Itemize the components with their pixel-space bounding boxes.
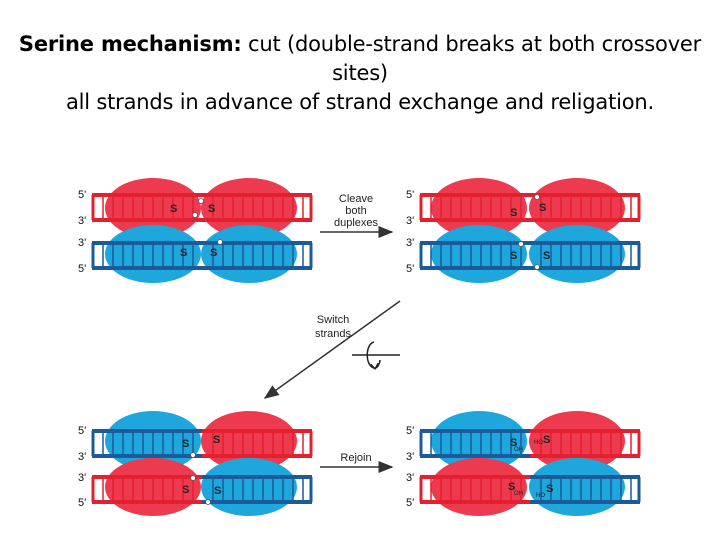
- serine-label: S: [510, 250, 517, 262]
- rejoin-step: Rejoin: [320, 452, 394, 473]
- mixed-duplex-bottom: [91, 475, 313, 504]
- blue-duplex: [419, 241, 641, 270]
- three-prime-label: 3': [406, 472, 414, 484]
- switch-label-1: Switch: [317, 314, 349, 326]
- three-prime-label: 3': [406, 237, 414, 249]
- serine-label: S: [510, 437, 517, 449]
- five-prime-label: 5': [78, 497, 86, 509]
- cleave-step: Cleave both duplexes: [320, 193, 394, 238]
- three-prime-label: 3': [78, 472, 86, 484]
- red-duplex: [91, 193, 313, 222]
- five-prime-label: 5': [406, 189, 414, 201]
- serine-label: S: [182, 484, 189, 496]
- serine-label: S: [510, 207, 517, 219]
- title-rest: cut (double-strand breaks at both crosso…: [241, 32, 702, 85]
- mixed-duplex-bottom: [419, 475, 641, 504]
- serine-label: S: [543, 434, 550, 446]
- switch-arrow: [263, 300, 401, 399]
- panel-cleaved: S S S S 5' 3' 3' 5': [406, 178, 641, 283]
- serine-label: S: [213, 434, 220, 446]
- cleave-label-2: both: [345, 205, 366, 217]
- serine-label: S: [182, 438, 189, 450]
- mixed-duplex-top: [91, 429, 313, 458]
- serine-label: S: [214, 485, 221, 497]
- panel-rejoined: S OH S HO S OH S HO 5' 3' 3' 5': [406, 411, 641, 516]
- five-prime-label: 5': [78, 263, 86, 275]
- blue-duplex: [91, 241, 313, 270]
- cleave-label-3: duplexes: [334, 217, 379, 229]
- five-prime-label: 5': [78, 425, 86, 437]
- hydroxyl-label: OH: [514, 447, 523, 453]
- three-prime-label: 3': [406, 451, 414, 463]
- red-duplex: [419, 193, 641, 222]
- serine-label: S: [170, 203, 177, 215]
- title-line2: all strands in advance of strand exchang…: [65, 90, 655, 114]
- serine-label: S: [539, 202, 546, 214]
- serine-label: S: [210, 247, 217, 259]
- slide-title: Serine mechanism: cut (double-strand bre…: [8, 30, 712, 117]
- five-prime-label: 5': [78, 189, 86, 201]
- mixed-duplex-top: [419, 429, 641, 458]
- five-prime-label: 5': [406, 425, 414, 437]
- rejoin-label: Rejoin: [340, 452, 371, 464]
- switch-label-2: strands: [315, 328, 352, 340]
- serine-label: S: [546, 483, 553, 495]
- panel-switched: S S S S 5' 3' 3' 5': [78, 411, 313, 516]
- serine-label: S: [543, 250, 550, 262]
- serine-label: S: [208, 203, 215, 215]
- hydroxyl-label: HO: [534, 440, 543, 446]
- five-prime-label: 5': [406, 497, 414, 509]
- title-bold: Serine mechanism:: [18, 32, 242, 56]
- panel-initial: S S S S 5' 3' 3' 5': [78, 178, 313, 283]
- three-prime-label: 3': [406, 215, 414, 227]
- three-prime-label: 3': [78, 215, 86, 227]
- hydroxyl-label: OH: [514, 491, 523, 497]
- three-prime-label: 3': [78, 451, 86, 463]
- five-prime-label: 5': [406, 263, 414, 275]
- serine-label: S: [180, 247, 187, 259]
- serine-label: S: [508, 481, 515, 493]
- hydroxyl-label: HO: [536, 493, 545, 499]
- cleave-label-1: Cleave: [339, 193, 373, 205]
- switch-step: Switch strands: [263, 300, 401, 399]
- three-prime-label: 3': [78, 237, 86, 249]
